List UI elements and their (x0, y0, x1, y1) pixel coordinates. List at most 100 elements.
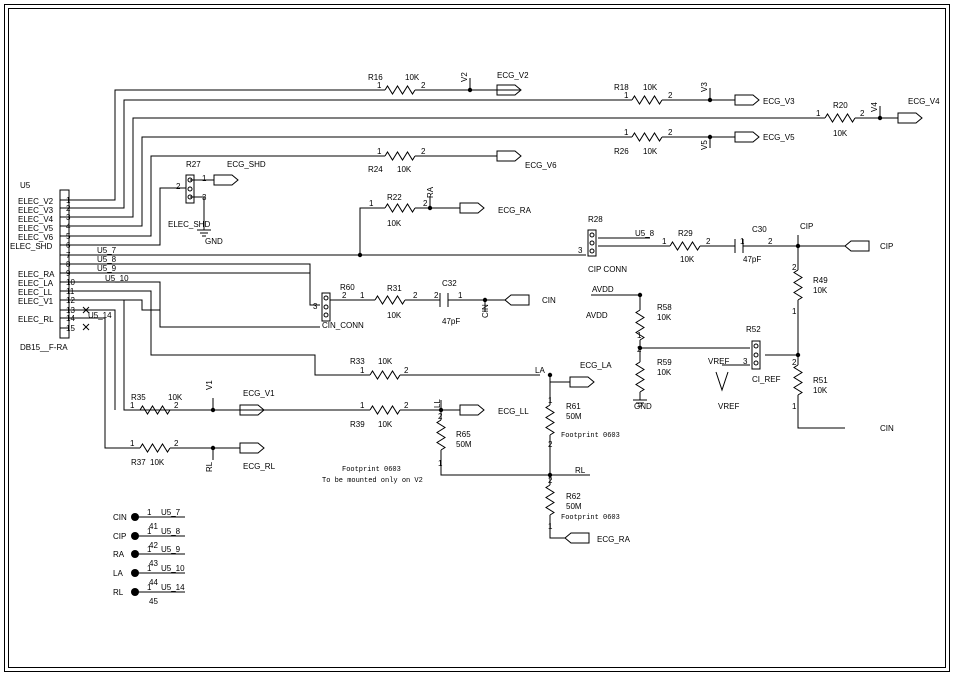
junction-dot (210, 407, 216, 413)
pin-number: 1 (740, 237, 745, 246)
net-label-vertical: CIN (481, 304, 490, 318)
pin-number: 1 (360, 291, 365, 300)
ref: R29 (678, 229, 693, 238)
pin-label: ELEC_SHD (10, 242, 52, 251)
resistor-r37 (139, 443, 171, 453)
ref: R31 (387, 284, 402, 293)
resistor-r58 (635, 309, 645, 341)
net-label: VREF (708, 357, 729, 366)
pin-number: 2 (438, 412, 443, 421)
offpage-ecg-ll (459, 404, 485, 416)
net-label: CIP (800, 222, 813, 231)
resistor-r35 (139, 405, 171, 415)
r28-body (587, 229, 597, 257)
pin-label: ELEC_V6 (18, 233, 54, 242)
val: 10K (657, 313, 672, 322)
pin-number: 1 (130, 439, 135, 448)
capacitors (439, 239, 744, 307)
pin-number: 2 (421, 147, 426, 156)
val: ELEC_SHD (168, 220, 210, 229)
val: 10K (813, 286, 828, 295)
r52-pin1 (753, 343, 759, 349)
pin-number: 1 (202, 174, 207, 183)
testpoint-pad (131, 588, 139, 596)
pin-number: 2 (404, 401, 409, 410)
val: CI_REF (752, 375, 781, 384)
val: 10K (657, 368, 672, 377)
resistor-r49 (793, 269, 803, 301)
pin-number: 3 (578, 246, 583, 255)
net-label-vertical: RA (426, 186, 435, 198)
r60-body (321, 292, 331, 322)
testpoint-label: RL (113, 588, 124, 597)
resistor-r39 (369, 405, 401, 415)
junction-dots (210, 87, 883, 478)
offpage-ecg-v4 (897, 112, 923, 124)
ref: R39 (350, 420, 365, 429)
ref: R35 (131, 393, 146, 402)
ref: R60 (340, 283, 355, 292)
junction-dot (877, 115, 883, 121)
pin-number: 1 (438, 459, 443, 468)
pin-number: 2 (706, 237, 711, 246)
testpoint-number: 45 (149, 597, 158, 606)
testpoint-number: 44 (149, 578, 158, 587)
net-label: CIN (542, 296, 556, 305)
offpage-ecg-la (569, 376, 595, 388)
resistor-r65 (436, 419, 446, 451)
testpoint-pin: 1 (147, 545, 152, 554)
ref: R37 (131, 458, 146, 467)
testpoint-net: U5_9 (161, 545, 181, 554)
ref: R59 (657, 358, 672, 367)
net-label: AVDD (592, 285, 614, 294)
pin-number: 2 (176, 182, 181, 191)
val: 50M (456, 440, 472, 449)
val: 10K (833, 129, 848, 138)
sheet-inner-border (8, 8, 946, 668)
offpage-cip (844, 240, 870, 252)
net-label: ECG_RA (498, 206, 532, 215)
ref: R65 (456, 430, 471, 439)
pin-number: 2 (792, 358, 797, 367)
offpage-ecg-v2 (496, 84, 522, 96)
net-label-vertical: RL (205, 461, 214, 472)
net-label-vertical: V1 (205, 380, 214, 390)
testpoint-pad (131, 569, 139, 577)
net-label-vertical: V3 (700, 82, 709, 92)
val: 50M (566, 412, 582, 421)
testpoint-pad (131, 532, 139, 540)
r28-pin1 (589, 232, 595, 238)
pin-number: 1 (548, 396, 553, 405)
val: 10K (680, 255, 695, 264)
pin-number: 2 (434, 291, 439, 300)
pin-number: 2 (413, 291, 418, 300)
pin-label: ELEC_V4 (18, 215, 54, 224)
junction-dot (438, 407, 444, 413)
pin-number: 1 (624, 128, 629, 137)
junction-dot (637, 345, 643, 351)
r60-pin3 (323, 312, 329, 318)
net-label-vertical: V5 (700, 140, 709, 150)
junction-dot (482, 297, 488, 303)
net-label: ECG_V1 (243, 389, 275, 398)
pin-number: 1 (458, 291, 463, 300)
ref: R28 (588, 215, 603, 224)
ref: R26 (614, 147, 629, 156)
pin-label: ELEC_V3 (18, 206, 54, 215)
pin-number: 1 (369, 199, 374, 208)
resistor-r24 (384, 151, 416, 161)
val: 47pF (743, 255, 761, 264)
pin-number: 1 (637, 331, 642, 340)
r60-pin1 (323, 295, 329, 301)
ref: C30 (752, 225, 767, 234)
testpoint-pin: 1 (147, 508, 152, 517)
pin-number: 1 (792, 307, 797, 316)
jumpers (185, 174, 761, 370)
testpoint-label: CIP (113, 532, 126, 541)
net-label: ECG_LL (498, 407, 529, 416)
